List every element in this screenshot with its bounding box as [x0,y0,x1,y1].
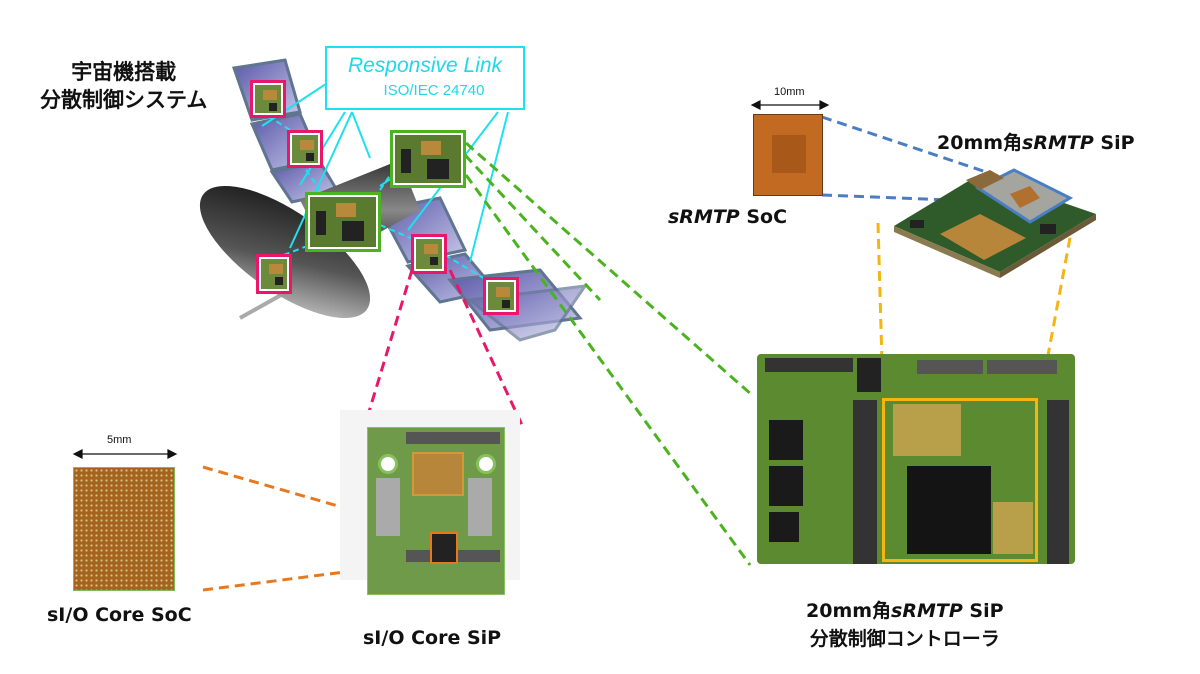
system-title: 宇宙機搭載 分散制御システム [40,58,207,114]
srmtp-sip-label-italic: sRMTP [1022,132,1094,154]
srmtp-sip-highlight [882,398,1038,562]
srmtp-sip-image [894,168,1096,278]
sio-sip-node [250,80,286,118]
srmtp-soc-label-italic: sRMTP [668,206,740,228]
sio-sip-node [287,130,323,168]
sio-soc-label: sI/O Core SoC [47,604,192,626]
antenna-dish [199,185,371,320]
sio-soc-highlight [430,532,458,564]
controller-label-prefix: 20mm角 [806,600,892,622]
sio-sip-node [483,277,519,315]
controller-image [757,354,1075,564]
sio-sip-label: sI/O Core SiP [363,627,502,649]
responsive-link-title: Responsive Link [347,54,503,77]
srmtp-soc-dimension: 10mm [774,86,805,98]
responsive-link-box: Responsive Link ISO/IEC 24740 [325,46,525,110]
srmtp-soc-label: sRMTP SoC [668,206,787,228]
dimension-arrow-10mm [750,100,830,110]
srmtp-sip-label-prefix: 20mm角 [937,132,1023,154]
controller-label: 20mm角sRMTP SiP 分散制御コントローラ [806,597,1004,653]
dimension-arrow-5mm [72,449,178,459]
sio-soc-dimension: 5mm [107,434,132,446]
controller-node [305,192,381,252]
controller-node [390,130,466,188]
controller-label-rest: SiP [962,600,1004,622]
srmtp-soc-label-rest: SoC [739,206,788,228]
system-title-line1: 宇宙機搭載 [71,60,177,84]
sio-soc-image [73,467,175,591]
responsive-link-standard: ISO/IEC 24740 [383,82,485,99]
srmtp-sip-label: 20mm角sRMTP SiP [937,128,1135,155]
controller-label-italic: sRMTP [891,600,963,622]
system-title-line2: 分散制御システム [40,88,208,112]
srmtp-soc-image [753,114,823,196]
controller-label-line1: 20mm角sRMTP SiP [806,597,1004,625]
srmtp-sip-label-rest: SiP [1093,132,1135,154]
controller-label-line2: 分散制御コントローラ [809,628,1000,650]
sio-sip-node [411,234,447,274]
sio-sip-node [256,254,292,294]
sio-sip-image [340,410,520,595]
